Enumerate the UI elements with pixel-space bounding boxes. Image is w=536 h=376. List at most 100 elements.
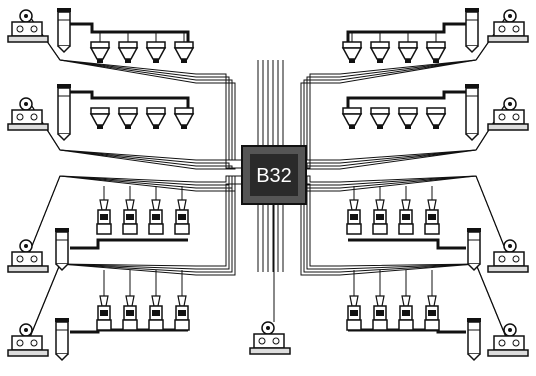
- pump-hub: [24, 14, 28, 18]
- vacuum-pipe: [70, 238, 188, 250]
- station-base: [148, 319, 164, 331]
- left-station-b-4: [174, 295, 190, 331]
- hopper-body: [369, 47, 391, 60]
- pump-base: [7, 349, 49, 357]
- pump-port: [498, 25, 506, 33]
- station-hopper: [151, 199, 161, 211]
- pump-port: [512, 255, 520, 263]
- station-panel: [126, 214, 134, 220]
- filter-cone: [465, 45, 479, 54]
- hopper-lid: [398, 41, 418, 49]
- filter-body: [465, 87, 479, 135]
- pump-base: [487, 349, 529, 357]
- hopper-lid: [90, 107, 110, 115]
- right-hopper-mid-1: [425, 107, 447, 129]
- filter-cap: [55, 318, 69, 322]
- b32-controller[interactable]: B32: [241, 145, 307, 205]
- station-panel: [178, 214, 186, 220]
- left-station-a-1: [96, 199, 112, 235]
- right-station-a-2: [398, 199, 414, 235]
- hopper-body: [89, 113, 111, 126]
- station-panel: [152, 310, 160, 316]
- left-hopper-mid-1: [89, 107, 111, 129]
- left-pump-3: [7, 239, 49, 273]
- right-station-a-3: [372, 199, 388, 235]
- filter-cap: [57, 8, 71, 12]
- left-hopper-top-3: [145, 41, 167, 63]
- station-base: [346, 319, 362, 331]
- hopper-valve: [405, 59, 411, 63]
- control-wire: [27, 13, 242, 161]
- filter-body: [465, 11, 479, 47]
- filter-cap: [57, 84, 71, 88]
- hopper-valve: [181, 59, 187, 63]
- station-base: [398, 319, 414, 331]
- pump-base: [7, 265, 49, 273]
- station-base: [96, 319, 112, 331]
- hopper-body: [173, 47, 195, 60]
- pump-port: [272, 337, 280, 345]
- right-hopper-top-3: [369, 41, 391, 63]
- right-filter-2: [465, 84, 479, 142]
- filter-body: [467, 321, 481, 355]
- left-hopper-mid-3: [145, 107, 167, 129]
- control-wire: [27, 99, 242, 170]
- hopper-lid: [426, 41, 446, 49]
- vacuum-pipe: [346, 90, 466, 108]
- station-hopper: [151, 295, 161, 307]
- station-panel: [126, 310, 134, 316]
- filter-cone: [467, 353, 481, 362]
- station-panel: [376, 310, 384, 316]
- left-hopper-mid-4: [173, 107, 195, 129]
- hopper-lid: [426, 107, 446, 115]
- pump-hub: [24, 244, 28, 248]
- filter-cone: [57, 133, 71, 142]
- filter-cap: [467, 318, 481, 322]
- hopper-body: [425, 113, 447, 126]
- hopper-lid: [342, 41, 362, 49]
- left-station-a-4: [174, 199, 190, 235]
- hopper-valve: [433, 59, 439, 63]
- left-equipment: [7, 8, 195, 362]
- station-base: [372, 223, 388, 235]
- filter-cone: [467, 263, 481, 272]
- left-hopper-top-4: [173, 41, 195, 63]
- right-station-b-1: [424, 295, 440, 331]
- controller-label: B32: [256, 165, 292, 187]
- pump-port: [30, 255, 38, 263]
- left-hopper-mid-2: [117, 107, 139, 129]
- station-hopper: [401, 295, 411, 307]
- hopper-lid: [370, 107, 390, 115]
- station-panel: [100, 214, 108, 220]
- pump-port: [16, 255, 24, 263]
- left-pump-2: [7, 97, 49, 131]
- pump-port: [30, 25, 38, 33]
- station-hopper: [427, 295, 437, 307]
- left-pump-4: [7, 323, 49, 357]
- station-panel: [376, 214, 384, 220]
- filter-body: [467, 231, 481, 265]
- station-panel: [350, 310, 358, 316]
- right-hopper-mid-2: [397, 107, 419, 129]
- left-station-b-2: [122, 295, 138, 331]
- station-hopper: [427, 199, 437, 211]
- station-hopper: [125, 295, 135, 307]
- control-wire: [27, 175, 242, 257]
- pump-port: [498, 339, 506, 347]
- hopper-body: [145, 47, 167, 60]
- filter-cone: [465, 133, 479, 142]
- pump-port: [258, 337, 266, 345]
- hopper-body: [341, 113, 363, 126]
- pump-port: [16, 339, 24, 347]
- right-hopper-top-1: [425, 41, 447, 63]
- pump-port: [30, 113, 38, 121]
- hopper-lid: [174, 107, 194, 115]
- station-base: [424, 223, 440, 235]
- hopper-body: [397, 47, 419, 60]
- right-station-a-4: [346, 199, 362, 235]
- pump-port: [16, 25, 24, 33]
- right-station-b-2: [398, 295, 414, 331]
- hopper-valve: [125, 125, 131, 129]
- station-panel: [428, 310, 436, 316]
- station-base: [122, 223, 138, 235]
